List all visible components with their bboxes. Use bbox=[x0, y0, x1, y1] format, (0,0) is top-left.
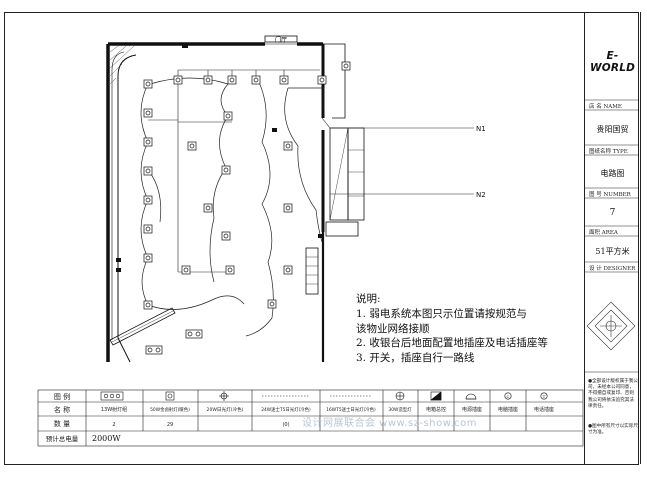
legend-name: 20W日光灯(冷色) bbox=[207, 406, 244, 413]
brand-logo: E-WORLD bbox=[590, 50, 635, 74]
power-outlet-icon bbox=[272, 128, 277, 132]
store-name-label: 店 名 NAME bbox=[589, 104, 622, 110]
power-outlet-icon bbox=[116, 268, 121, 272]
spot-light-icon bbox=[143, 137, 153, 147]
light-fixtures bbox=[143, 61, 351, 355]
spot-light-icon bbox=[203, 203, 213, 213]
drawing-type-label: 图纸名称 TYPE bbox=[589, 149, 628, 155]
spot-light-icon bbox=[221, 165, 231, 175]
cable-label-n1: N1 bbox=[476, 125, 486, 133]
spot-light-icon bbox=[143, 195, 153, 205]
spot-light-icon bbox=[225, 265, 235, 275]
feature-lamp-icon bbox=[395, 391, 405, 401]
spot-light-icon bbox=[283, 141, 293, 151]
total-power-value: 2000W bbox=[92, 434, 121, 443]
legend-name: 电话插座 bbox=[534, 406, 554, 413]
spot-light-icon bbox=[203, 75, 213, 85]
fluorescent-lamp-icon bbox=[219, 391, 229, 401]
spot-light-icon bbox=[267, 299, 277, 309]
company-emblem-icon bbox=[586, 301, 636, 351]
legend-name: 50W金卤射灯(暖色) bbox=[150, 406, 190, 413]
cable-label-n2: N2 bbox=[476, 191, 486, 199]
outlets bbox=[116, 44, 323, 272]
spot-light-icon bbox=[283, 203, 293, 213]
spot-light-icon bbox=[143, 224, 153, 234]
legend-quantity: 2 bbox=[112, 422, 115, 428]
door-label: 门厅 bbox=[275, 36, 287, 44]
drawing-type-value: 电路图 bbox=[600, 169, 625, 178]
track-light-icon bbox=[145, 345, 163, 355]
computer-socket-icon: C bbox=[504, 392, 512, 400]
spot-light-icon bbox=[221, 231, 231, 241]
spot-light-icon bbox=[143, 108, 153, 118]
watermark: 设计网展联合会 www.sz-show.com bbox=[302, 418, 478, 429]
sheet-frame bbox=[4, 12, 639, 465]
legend-name: 电源插座 bbox=[462, 406, 482, 413]
legend-row-label-total: 预计总电量 bbox=[46, 434, 79, 443]
spot-light-icon bbox=[173, 75, 183, 85]
notes-block: 说明: 1. 弱电系统本图只示位置请按规范与 该物业网络接顺 2. 收银台后地面… bbox=[356, 292, 548, 366]
power-outlet-icon bbox=[318, 234, 323, 238]
copyright-note: ●全部设计版权属于我公司，未经本公司同意，不得擅自或复印、否则我公司将依法追究其… bbox=[588, 379, 638, 409]
spot-light-icon bbox=[143, 79, 153, 89]
drawing-number-label: 图 号 NUMBER bbox=[589, 192, 631, 198]
track-light-icon bbox=[185, 329, 203, 339]
spot-light-icon bbox=[251, 75, 261, 85]
legend-quantity: (0) bbox=[282, 422, 289, 428]
spot-light-icon bbox=[187, 141, 197, 151]
spot-light-icon bbox=[143, 253, 153, 263]
legend-quantity: 29 bbox=[167, 422, 173, 428]
power-outlet-icon bbox=[182, 44, 188, 48]
notes-heading: 说明: bbox=[356, 293, 381, 305]
legend-name: 13W射灯组 bbox=[101, 406, 127, 413]
legend-name: 30W造型灯 bbox=[388, 406, 412, 413]
legend-name: 电脑插座 bbox=[498, 406, 518, 413]
phone-socket-icon: T bbox=[540, 392, 548, 400]
store-name-value: 贵阳国贸 bbox=[596, 125, 629, 134]
circuit-lines bbox=[148, 69, 474, 273]
wiring-runs bbox=[140, 77, 325, 337]
wall-hatch bbox=[109, 45, 135, 85]
legend-name: 16WT5迷士日光灯(冷色) bbox=[326, 406, 376, 413]
spot-light-icon bbox=[317, 75, 327, 85]
spot-group-icon bbox=[100, 391, 124, 401]
notes-line: 该物业网络接顺 bbox=[356, 322, 430, 335]
legend-icons: C T bbox=[100, 391, 548, 401]
area-label: 面积 AREA bbox=[589, 230, 618, 236]
spot-light-icon bbox=[341, 61, 351, 71]
metal-halide-spot-icon bbox=[165, 391, 175, 401]
title-block-lines bbox=[584, 99, 639, 373]
svg-text:C: C bbox=[506, 394, 509, 399]
spot-light-icon bbox=[143, 300, 153, 310]
designer-label: 设 计 DESIGNER bbox=[589, 266, 636, 272]
legend-name: 24W迷士T5日光灯(冷色) bbox=[261, 406, 311, 413]
notes-line: 1. 弱电系统本图只示位置请按规范与 bbox=[356, 307, 527, 320]
spot-light-icon bbox=[279, 75, 289, 85]
legend-row-label-name: 名 称 bbox=[54, 405, 70, 414]
notes-line: 3. 开关，插座自行一路线 bbox=[356, 352, 475, 365]
power-outlet-icon bbox=[116, 258, 121, 262]
title-block: E-WORLD 店 名 NAME 贵阳国贸 图纸名称 TYPE 电路图 图 号 … bbox=[584, 12, 641, 464]
dimension-note: ●图中所有尺寸以实际尺寸为准。 bbox=[588, 424, 638, 436]
legend-row-label-symbol: 图 例 bbox=[54, 392, 70, 401]
spot-light-icon bbox=[223, 111, 233, 121]
spot-light-icon bbox=[227, 75, 237, 85]
power-socket-icon bbox=[465, 393, 477, 400]
notes-line: 2. 收银台后地面配置地插座及电话插座等 bbox=[356, 337, 548, 350]
legend-table bbox=[37, 389, 584, 447]
panel-box-icon bbox=[430, 391, 442, 401]
spot-light-icon bbox=[181, 265, 191, 275]
drawing-number-value: 7 bbox=[609, 208, 616, 218]
legend-row-label-quantity: 数 量 bbox=[54, 419, 70, 428]
spot-light-icon bbox=[283, 265, 293, 275]
spot-light-icon bbox=[143, 166, 153, 176]
legend-name: 电箱总控 bbox=[426, 406, 446, 413]
area-value: 51平方米 bbox=[595, 247, 630, 256]
svg-text:T: T bbox=[543, 394, 546, 399]
